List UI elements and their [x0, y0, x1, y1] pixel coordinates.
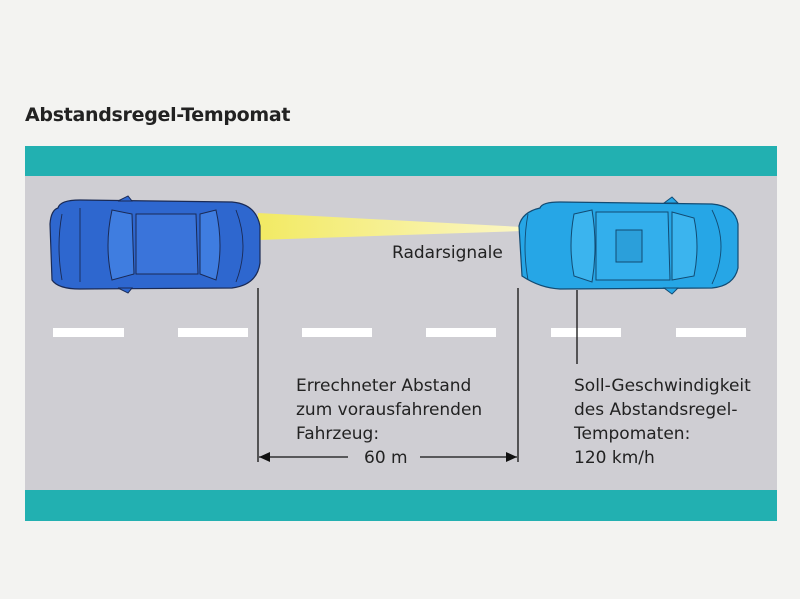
speed-value: 120 km/h: [574, 448, 655, 468]
distance-label-line-3: Fahrzeug:: [296, 424, 379, 444]
radar-beam: [258, 213, 522, 240]
lane-dash: [302, 328, 372, 337]
speed-label-line-2: des Abstandsregel-: [574, 400, 737, 420]
own-car-mirror: [117, 287, 134, 294]
lane-dash: [53, 328, 124, 337]
lane-dash: [676, 328, 746, 337]
lane-markings: [53, 328, 746, 337]
lane-dash: [551, 328, 621, 337]
top-curb: [25, 146, 777, 176]
distance-label-line-2: zum vorausfahrenden: [296, 400, 482, 420]
lead-car: [518, 196, 739, 295]
arrowhead-left: [259, 452, 270, 462]
distance-value: 60 m: [364, 448, 408, 468]
own-car-windshield: [107, 209, 135, 281]
diagram-title: Abstandsregel-Tempomat: [25, 104, 291, 126]
speed-label-line-3: Tempomaten:: [573, 424, 690, 444]
own-car: [49, 195, 261, 294]
lead-car-hood-line: [524, 209, 722, 285]
lane-dash: [426, 328, 496, 337]
bottom-curb: [25, 490, 777, 521]
own-car-mirror: [117, 195, 134, 202]
lead-car-mirror: [662, 196, 680, 204]
own-car-rear-window: [199, 209, 221, 281]
radar-label: Radarsignale: [392, 243, 503, 263]
speed-label-line-1: Soll-Geschwindigkeit: [574, 376, 751, 396]
lead-car-mirror: [662, 287, 680, 295]
lead-car-sunroof: [615, 229, 643, 263]
arrowhead-right: [506, 452, 517, 462]
own-car-roof: [135, 213, 199, 275]
lead-car-rear-window: [570, 209, 596, 283]
own-car-hood-line: [58, 208, 244, 283]
distance-label-line-1: Errechneter Abstand: [296, 376, 471, 396]
lane-dash: [178, 328, 248, 337]
lead-car-windshield: [671, 211, 698, 281]
